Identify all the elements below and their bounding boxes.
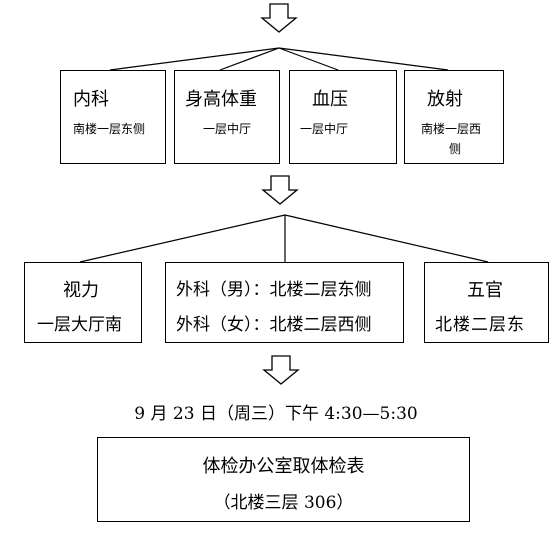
down-arrow-3: [262, 355, 300, 385]
radiology-location-line2: 侧: [449, 142, 462, 156]
box-ent: 五官 北楼二层东: [424, 262, 549, 343]
box-internal-medicine: 内科 南楼一层东侧: [60, 70, 166, 164]
box-height-weight: 身高体重 一层中厅: [174, 70, 280, 164]
schedule-text: 9 月 23 日（周三）下午 4:30—5:30: [134, 404, 418, 424]
vision-location: 一层大厅南: [37, 315, 122, 335]
box-vision: 视力 一层大厅南: [24, 262, 142, 343]
surgery-male: 外科（男）：北楼二层东侧: [176, 280, 372, 300]
down-arrow-1: [260, 3, 298, 33]
height-weight-location: 一层中厅: [203, 122, 252, 136]
blood-pressure-location: 一层中厅: [300, 122, 349, 136]
height-weight-label: 身高体重: [185, 89, 257, 110]
down-arrow-2: [261, 175, 299, 205]
vision-label: 视力: [63, 280, 99, 301]
blood-pressure-label: 血压: [312, 89, 348, 110]
ent-label: 五官: [467, 280, 503, 301]
box-blood-pressure: 血压 一层中厅: [289, 70, 397, 164]
ent-location: 北楼二层东: [435, 315, 525, 335]
pickup-office-title: 体检办公室取体检表: [202, 456, 365, 477]
surgery-female: 外科（女）：北楼二层西侧: [176, 315, 372, 335]
box-radiology: 放射 南楼一层西 侧: [404, 70, 504, 164]
fan-lines-row2: [79, 214, 489, 263]
internal-medicine-location: 南楼一层东侧: [73, 122, 146, 136]
internal-medicine-label: 内科: [73, 89, 109, 110]
pickup-office-location: （北楼三层 306）: [213, 493, 354, 513]
radiology-label: 放射: [427, 89, 463, 110]
fan-lines-row1: [109, 47, 449, 71]
radiology-location-line1: 南楼一层西: [421, 122, 482, 136]
box-surgery: 外科（男）：北楼二层东侧 外科（女）：北楼二层西侧: [165, 262, 404, 343]
box-pickup-office: 体检办公室取体检表 （北楼三层 306）: [97, 437, 470, 522]
